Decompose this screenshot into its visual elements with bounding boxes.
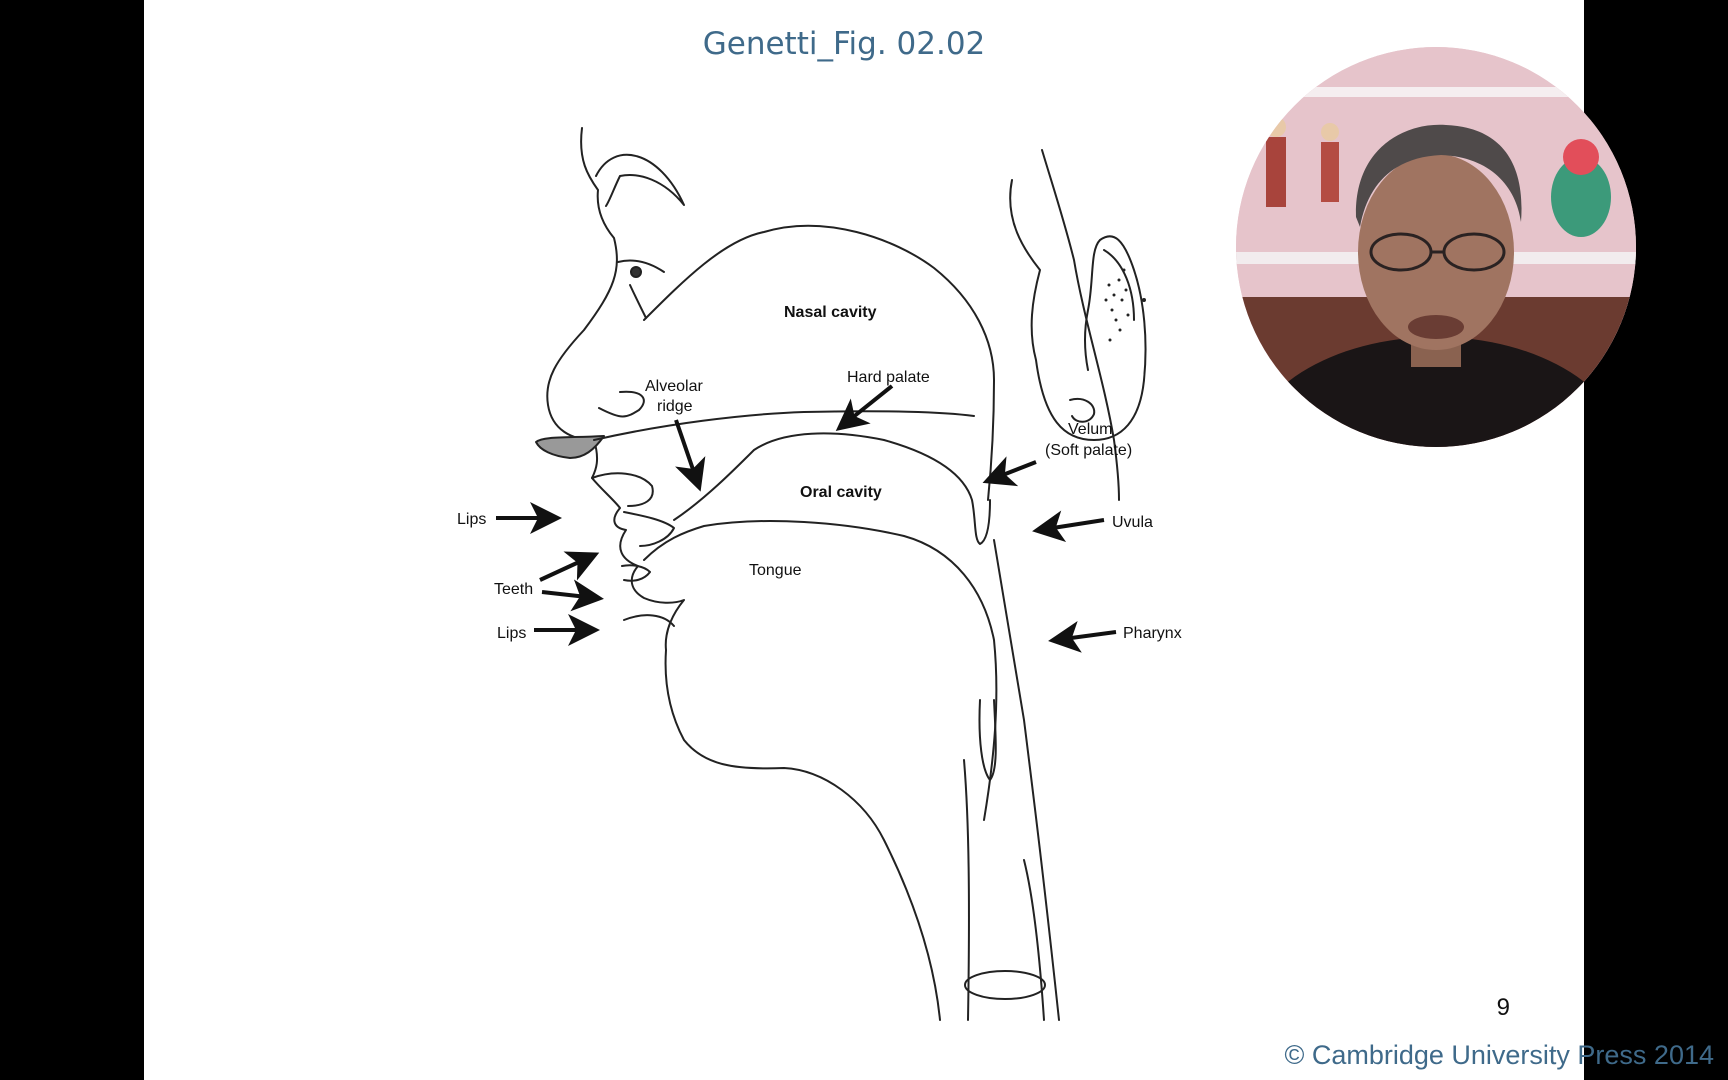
nasal-cavity-outline <box>643 224 995 501</box>
arrow-velum <box>982 456 1037 487</box>
face-profile <box>546 127 941 1021</box>
hard-palate-line <box>593 410 975 441</box>
label-lips-lower: Lips <box>497 625 526 642</box>
arrow-teeth-lower <box>541 579 604 612</box>
label-teeth: Teeth <box>494 581 533 598</box>
presenter-webcam <box>1236 47 1636 447</box>
vocal-tract-diagram: Nasal cavity Alveolar ridge Hard palate … <box>457 127 1182 1021</box>
arrow-pharynx <box>1048 620 1117 653</box>
slide-title: Genetti_Fig. 02.02 <box>702 26 986 62</box>
ear-stipple <box>1104 268 1130 342</box>
label-velum-line1: Velum <box>1068 421 1112 438</box>
label-tongue: Tongue <box>749 562 802 579</box>
label-oral-cavity: Oral cavity <box>800 484 882 501</box>
label-hard-palate: Hard palate <box>847 369 930 386</box>
label-alveolar-ridge-line2: ridge <box>657 398 693 415</box>
arrow-teeth-upper <box>539 551 600 582</box>
label-alveolar-ridge-line1: Alveolar <box>645 378 703 395</box>
presenter-image <box>1236 47 1636 447</box>
arrow-alveolar-ridge <box>674 419 706 492</box>
tongue-outline <box>643 520 998 821</box>
arrow-hard-palate <box>835 384 894 431</box>
nostril <box>535 435 605 459</box>
copyright-notice: © Cambridge University Press 2014 <box>1284 1040 1714 1070</box>
label-nasal-cavity: Nasal cavity <box>784 304 877 321</box>
ear <box>1009 179 1147 441</box>
label-pharynx: Pharynx <box>1123 625 1182 642</box>
label-uvula: Uvula <box>1112 514 1153 531</box>
arrow-uvula <box>1032 510 1105 543</box>
label-lips-upper: Lips <box>457 511 486 528</box>
page-number: 9 <box>1496 994 1510 1021</box>
label-velum-line2: (Soft palate) <box>1045 442 1132 459</box>
velum-outline <box>673 432 991 545</box>
